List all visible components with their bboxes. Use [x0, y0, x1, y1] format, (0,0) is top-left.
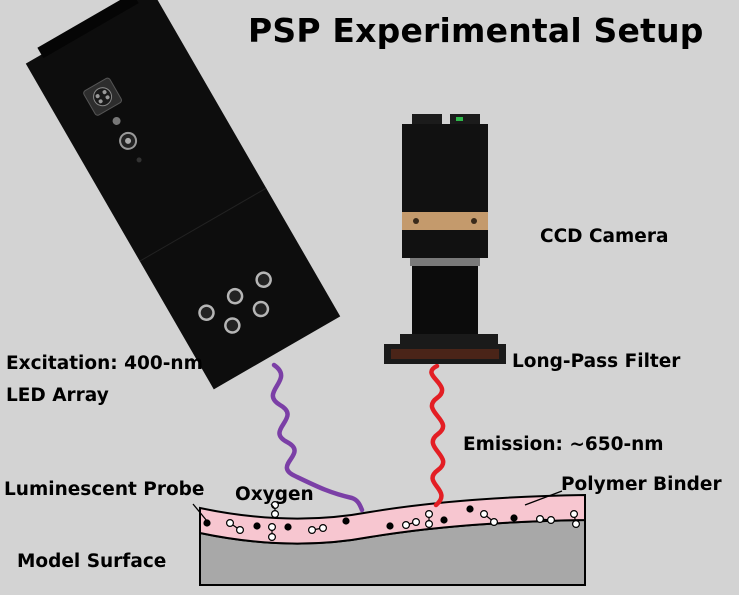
oxygen-molecule: [308, 523, 328, 534]
led-array: [25, 0, 341, 390]
camera-body: [402, 124, 488, 212]
oxygen-molecule: [480, 510, 499, 526]
polymer-binder-leader: [524, 490, 563, 506]
vent-hole: [226, 287, 244, 305]
screw-hole: [136, 157, 142, 163]
vent-hole: [255, 271, 272, 288]
led-housing: [25, 0, 341, 390]
luminescent-probe-dot: [466, 505, 474, 513]
band-screw: [471, 218, 477, 224]
polymer-binder-label: Polymer Binder: [561, 474, 722, 495]
luminescent-probe-label: Luminescent Probe: [4, 479, 205, 500]
camera-lower-body: [402, 230, 488, 258]
vent-hole: [224, 317, 241, 334]
vent-hole: [252, 300, 270, 318]
luminescent-probe-dot: [510, 514, 518, 522]
camera-band: [402, 212, 488, 230]
panel-seam: [139, 187, 267, 262]
polymer-binder-layer: [199, 493, 586, 545]
lens-barrel: [412, 266, 478, 334]
luminescent-probe-dot: [386, 522, 394, 530]
excitation-wave: [270, 362, 365, 513]
oxygen-molecule: [271, 501, 280, 519]
connector-socket: [93, 87, 113, 107]
oxygen-molecule: [268, 522, 277, 541]
model-surface-label: Model Surface: [17, 551, 167, 572]
luminescent-probe-dot: [284, 523, 292, 531]
oxygen-leader: [270, 503, 276, 510]
luminescent-probe-dot: [440, 516, 448, 524]
luminescent-probe-dot: [253, 522, 261, 530]
emission-wave: [429, 363, 446, 508]
camera-indicator: [456, 117, 463, 121]
long-pass-filter-label: Long-Pass Filter: [512, 351, 681, 372]
filter-glass: [391, 349, 499, 359]
luminescent-probe-dot: [342, 517, 350, 525]
luminescent-probe-leader: [192, 503, 208, 522]
lens-ring: [410, 258, 480, 266]
vent-hole: [198, 304, 215, 321]
camera-top-port: [412, 114, 442, 126]
band-screw: [413, 218, 419, 224]
oxygen-molecule: [425, 510, 434, 528]
oxygen-molecule: [569, 510, 580, 528]
status-led: [112, 116, 121, 125]
oxygen-molecule: [535, 514, 555, 524]
lens-base: [400, 334, 498, 344]
ccd-camera-label: CCD Camera: [540, 226, 669, 247]
ccd-camera: [384, 114, 506, 364]
emission-label: Emission: ~650-nm: [463, 434, 664, 455]
excitation-label: Excitation: 400-nm: [6, 353, 203, 374]
led-array-label: LED Array: [6, 385, 109, 406]
luminescent-probe-dot: [203, 519, 211, 527]
oxygen-molecule: [402, 517, 421, 529]
led-top-cap: [37, 0, 139, 59]
oxygen-molecule: [226, 518, 245, 534]
oxygen-label: Oxygen: [235, 484, 314, 505]
page-title: PSP Experimental Setup: [248, 11, 704, 50]
binder-particles: [203, 501, 580, 541]
